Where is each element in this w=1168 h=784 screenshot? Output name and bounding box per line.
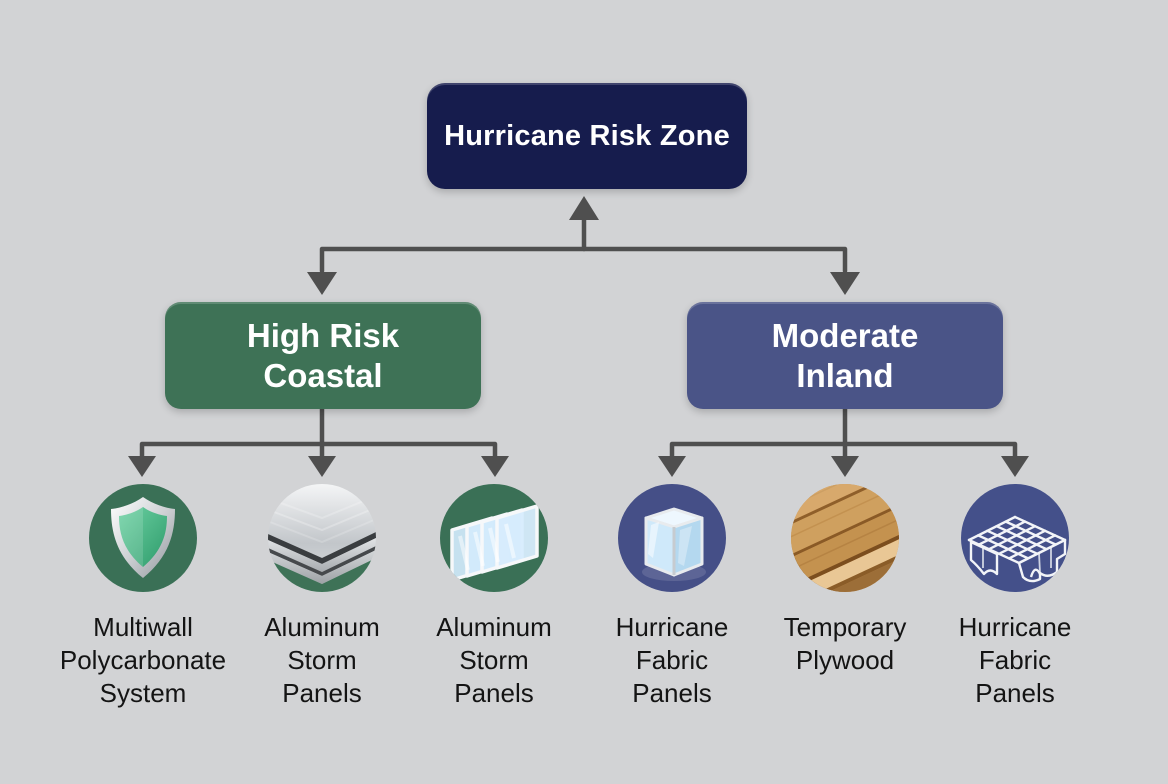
- connector-arrowheads: [128, 196, 1029, 477]
- option-label-hurricane-fabric-2: Hurricane Fabric Panels: [958, 612, 1072, 708]
- shield-icon: [89, 484, 197, 592]
- branch-label: High Risk Coastal: [246, 316, 400, 394]
- glass-panel-icon: [618, 484, 726, 592]
- plywood-icon: [791, 484, 899, 592]
- option-label-hurricane-fabric-1: Hurricane Fabric Panels: [615, 612, 729, 708]
- branch-node-high-risk-coastal: High Risk Coastal: [165, 302, 481, 409]
- fabric-mesh-icon: [961, 484, 1069, 592]
- option-label-aluminum-storm-2: Aluminum Storm Panels: [436, 612, 552, 708]
- aluminum-stack-icon: [268, 484, 376, 592]
- root-node: Hurricane Risk Zone: [427, 83, 747, 189]
- option-label-aluminum-storm-1: Aluminum Storm Panels: [264, 612, 380, 708]
- option-label-temporary-plywood: Temporary Plywood: [783, 612, 907, 675]
- branch-node-moderate-inland: Moderate Inland: [687, 302, 1003, 409]
- root-node-label: Hurricane Risk Zone: [444, 119, 730, 152]
- connector-lines: [139, 214, 1018, 462]
- branch-label: Moderate Inland: [771, 316, 919, 394]
- storm-panels-icon: [440, 484, 548, 592]
- option-label-multiwall-polycarbonate: Multiwall Polycarbonate System: [59, 612, 227, 708]
